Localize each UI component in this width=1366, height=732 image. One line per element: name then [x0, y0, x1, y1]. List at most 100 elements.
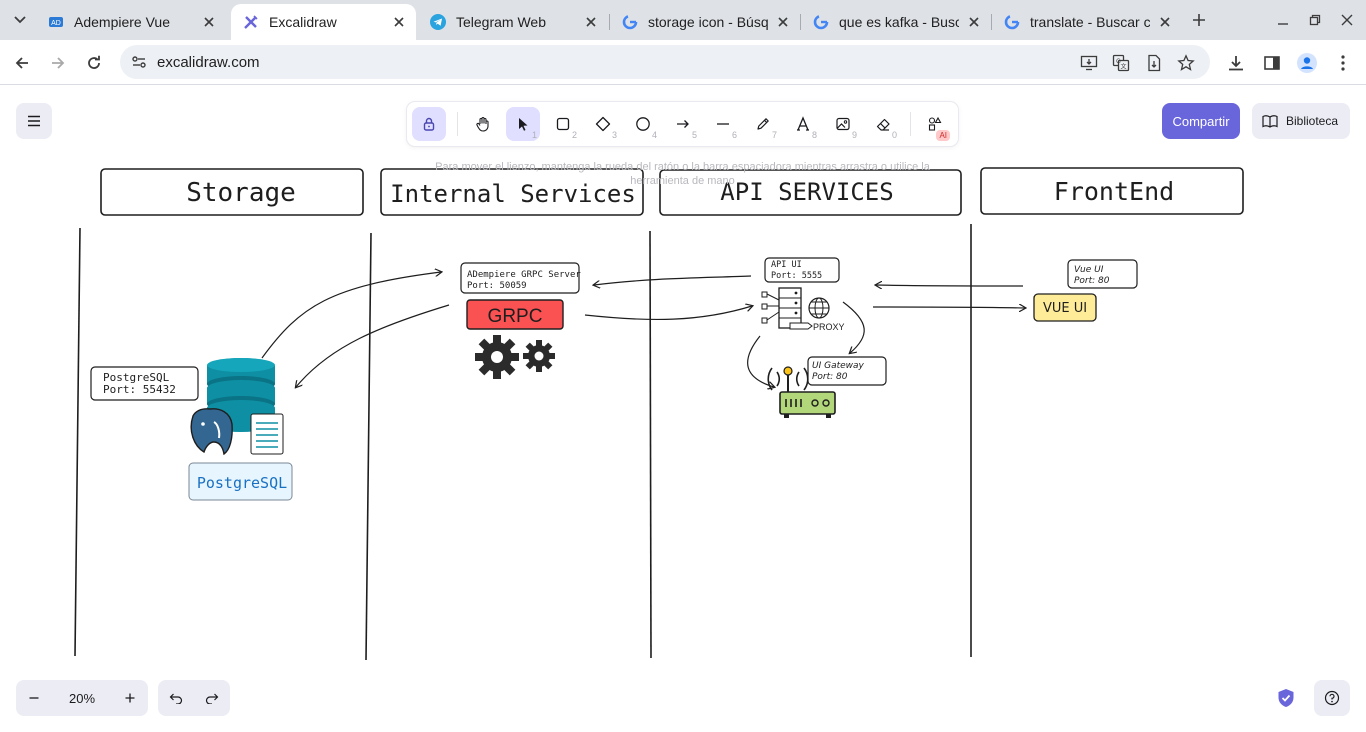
arrow-grpc-to-api[interactable] [584, 306, 752, 321]
diamond-tool[interactable]: 3 [586, 107, 620, 141]
divider-line[interactable] [649, 230, 652, 659]
forward-button[interactable] [45, 50, 71, 76]
site-info-icon[interactable] [128, 51, 150, 73]
telegram-icon [430, 14, 446, 30]
tab-telegram[interactable]: Telegram Web [418, 4, 608, 40]
grpc-server-note[interactable]: ADempiere GRPC Server Port: 50059 [460, 262, 581, 294]
tool-key: 9 [851, 130, 857, 140]
router-icon[interactable] [767, 366, 836, 418]
gateway-port-note[interactable]: UI Gateway Port: 80 [807, 356, 887, 386]
help-icon [1324, 690, 1340, 706]
proxy-server-icon[interactable]: PROXY [761, 287, 845, 332]
arrow-proxy-to-gateway-note[interactable] [842, 301, 865, 353]
excalidraw-canvas[interactable]: Storage Internal Services API SERVICES F… [0, 86, 1366, 732]
zoom-in-button[interactable] [112, 680, 148, 716]
redo-button[interactable] [194, 680, 230, 716]
restore-icon [1309, 14, 1321, 26]
save-page-icon[interactable] [1143, 52, 1165, 74]
install-app-icon[interactable] [1078, 52, 1100, 74]
eraser-tool[interactable]: 0 [866, 107, 900, 141]
minimize-button[interactable] [1273, 10, 1293, 30]
tab-translate[interactable]: translate - Buscar co [992, 4, 1182, 40]
arrow-api-to-vue[interactable] [872, 307, 1025, 308]
more-tools-button[interactable]: AI [918, 107, 952, 141]
column-header-frontend[interactable]: FrontEnd [980, 167, 1244, 215]
arrow-grpc-to-db[interactable] [296, 304, 450, 387]
api-port-note[interactable]: API UI Port: 5555 [764, 257, 840, 283]
bookmark-star-icon[interactable] [1175, 52, 1197, 74]
svg-text:文: 文 [1120, 63, 1126, 71]
text-tool[interactable]: 8 [786, 107, 820, 141]
restore-button[interactable] [1305, 10, 1325, 30]
book-icon [1262, 115, 1278, 128]
ellipse-tool[interactable]: 4 [626, 107, 660, 141]
close-icon[interactable] [774, 13, 792, 31]
note-line: Port: 5555 [771, 271, 822, 281]
help-button[interactable] [1314, 680, 1350, 716]
postgres-label-box[interactable]: PostgreSQL [188, 462, 293, 501]
rectangle-tool[interactable]: 2 [546, 107, 580, 141]
back-button[interactable] [9, 50, 35, 76]
close-icon[interactable] [390, 13, 408, 31]
profile-button[interactable] [1295, 51, 1319, 75]
line-icon [717, 123, 729, 125]
downloads-button[interactable] [1224, 51, 1248, 75]
lock-tool[interactable] [412, 107, 446, 141]
divider-line[interactable] [365, 232, 372, 661]
zoom-out-button[interactable] [16, 680, 52, 716]
column-header-internal-services[interactable]: Internal Services [380, 168, 644, 216]
new-tab-button[interactable] [1188, 9, 1210, 31]
postgres-port-note[interactable]: PostgreSQL Port: 55432 [90, 366, 199, 401]
arrow-db-to-grpc[interactable] [261, 272, 441, 359]
note-line: Port: 80 [812, 372, 848, 382]
grpc-box[interactable]: GRPC [466, 299, 564, 330]
column-header-storage[interactable]: Storage [100, 168, 364, 216]
tab-kafka[interactable]: que es kafka - Busca [801, 4, 991, 40]
library-button[interactable]: Biblioteca [1252, 103, 1350, 139]
hand-tool[interactable] [466, 107, 500, 141]
tab-adempiere[interactable]: AD Adempiere Vue [36, 4, 226, 40]
tab-search-button[interactable] [8, 8, 32, 32]
share-button[interactable]: Compartir [1162, 103, 1240, 139]
arrow-api-to-grpc[interactable] [594, 275, 752, 285]
tab-excalidraw[interactable]: Excalidraw [231, 4, 416, 40]
tab-bar: AD Adempiere Vue Excalidraw Telegram Web… [0, 0, 1366, 40]
image-tool[interactable]: 9 [826, 107, 860, 141]
side-panel-button[interactable] [1260, 51, 1284, 75]
zoom-level[interactable]: 20% [68, 690, 96, 706]
draw-tool[interactable]: 7 [746, 107, 780, 141]
document-icon[interactable] [250, 413, 284, 455]
tool-key: 3 [611, 130, 617, 140]
arrow-proxy-to-gateway[interactable] [747, 335, 774, 387]
svg-text:AD: AD [51, 20, 61, 27]
close-icon[interactable] [582, 13, 600, 31]
undo-button[interactable] [158, 680, 194, 716]
close-icon[interactable] [965, 13, 983, 31]
close-icon[interactable] [1156, 13, 1174, 31]
close-icon[interactable] [200, 13, 218, 31]
column-header-api-services[interactable]: API SERVICES [659, 169, 962, 216]
undo-icon [169, 693, 183, 704]
arrow-tool[interactable]: 5 [666, 107, 700, 141]
browser-menu-button[interactable] [1331, 51, 1355, 75]
selection-tool[interactable]: 1 [506, 107, 540, 141]
line-tool[interactable]: 6 [706, 107, 740, 141]
vue-port-note[interactable]: Vue UI Port: 80 [1067, 259, 1138, 289]
arrow-vue-to-api[interactable] [876, 285, 1024, 286]
vue-ui-box[interactable]: VUE UI [1033, 293, 1097, 322]
divider-line[interactable] [74, 227, 81, 657]
encryption-shield-icon[interactable] [1274, 686, 1298, 710]
google-icon [813, 14, 829, 30]
gears-icon[interactable] [475, 335, 555, 379]
adempiere-icon: AD [48, 14, 64, 30]
tab-storage-icon[interactable]: storage icon - Búsqu [610, 4, 800, 40]
postgres-elephant-icon[interactable] [190, 408, 233, 456]
reload-button[interactable] [81, 50, 107, 76]
pencil-icon [757, 118, 769, 130]
plus-icon [125, 693, 135, 703]
main-menu-button[interactable] [16, 103, 52, 139]
close-window-button[interactable] [1337, 10, 1357, 30]
